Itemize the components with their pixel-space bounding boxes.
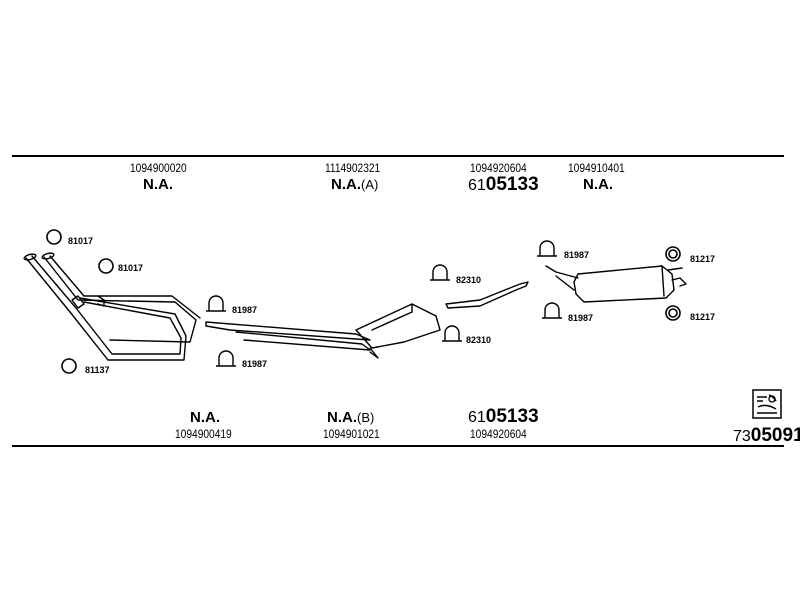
rear-muffler <box>545 265 687 303</box>
part-code-clamp-81987-c: 81987 <box>564 250 590 260</box>
top-part-number-3: 1094920604 <box>470 161 527 175</box>
part-code-clamp-82310-b: 82310 <box>466 335 492 345</box>
top-status-4-text: N.A. <box>583 176 613 193</box>
bottom-part-number-3: 1094920604 <box>470 427 527 441</box>
ring-gasket-icon <box>98 258 114 274</box>
bottom-status-2: N.A.(B) <box>327 410 374 425</box>
center-muffler-section <box>205 303 441 359</box>
ring-gasket-icon <box>61 358 77 374</box>
top-status-1: N.A. <box>143 177 173 192</box>
top-part-number-4: 1094910401 <box>568 161 625 175</box>
bottom-status-1: N.A. <box>190 410 220 425</box>
part-code-ring-81217-b: 81217 <box>690 312 716 322</box>
ring-gasket-icon <box>665 246 681 262</box>
bottom-status-1-text: N.A. <box>190 409 220 426</box>
diagram-id-prefix: 73 <box>733 428 751 445</box>
pipe-clamp-icon <box>542 302 562 319</box>
part-code-clamp-82310-a: 82310 <box>456 275 482 285</box>
part-code-clamp-81987-d: 81987 <box>568 313 594 323</box>
ring-gasket-icon <box>668 249 678 259</box>
bottom-rule <box>12 445 784 447</box>
part-code-ring-81217-a: 81217 <box>690 254 716 264</box>
bottom-part-number-1: 1094900419 <box>175 427 232 441</box>
diagram-id-main: 05091 <box>750 425 800 446</box>
part-code-ring-81137: 81137 <box>85 365 110 375</box>
top-status-4: N.A. <box>583 177 613 192</box>
pipe-clamp-icon <box>537 240 557 257</box>
top-part-main-3: 05133 <box>485 174 539 195</box>
pipe-clamp-icon <box>216 350 236 367</box>
part-code-clamp-81987-a: 81987 <box>232 305 258 315</box>
top-status-2-text: N.A. <box>331 176 361 193</box>
top-part-number-2: 1114902321 <box>325 161 381 175</box>
bottom-status-2-text: N.A. <box>327 409 357 426</box>
intermediate-pipe <box>445 281 529 309</box>
diagram-id: 7305091 <box>733 426 800 445</box>
front-downpipe <box>23 252 201 361</box>
bottom-part-main-3: 05133 <box>485 406 539 427</box>
pipe-clamp-icon <box>206 295 226 312</box>
bottom-part-prefix-3: 61 <box>468 409 486 426</box>
catalog-logo-icon <box>752 389 782 419</box>
top-status-1-text: N.A. <box>143 176 173 193</box>
pipe-clamp-icon <box>442 325 462 342</box>
top-status-2-suffix: (A) <box>361 177 379 192</box>
pipe-clamp-icon <box>430 264 450 281</box>
ring-gasket-icon <box>46 229 62 245</box>
bottom-part-code-3: 6105133 <box>468 407 539 426</box>
top-part-code-3: 6105133 <box>468 175 539 194</box>
part-code-clamp-81987-b: 81987 <box>242 359 268 369</box>
bottom-status-2-suffix: (B) <box>357 410 375 425</box>
top-status-2: N.A.(A) <box>331 177 378 192</box>
bottom-part-number-2: 1094901021 <box>323 427 380 441</box>
top-part-prefix-3: 61 <box>468 177 486 194</box>
part-code-ring-81017-b: 81017 <box>118 263 144 273</box>
top-part-number-1: 1094900020 <box>130 161 187 175</box>
top-rule <box>12 155 784 157</box>
ring-gasket-icon <box>668 308 678 318</box>
ring-gasket-icon <box>665 305 681 321</box>
part-code-ring-81017-a: 81017 <box>68 236 94 246</box>
